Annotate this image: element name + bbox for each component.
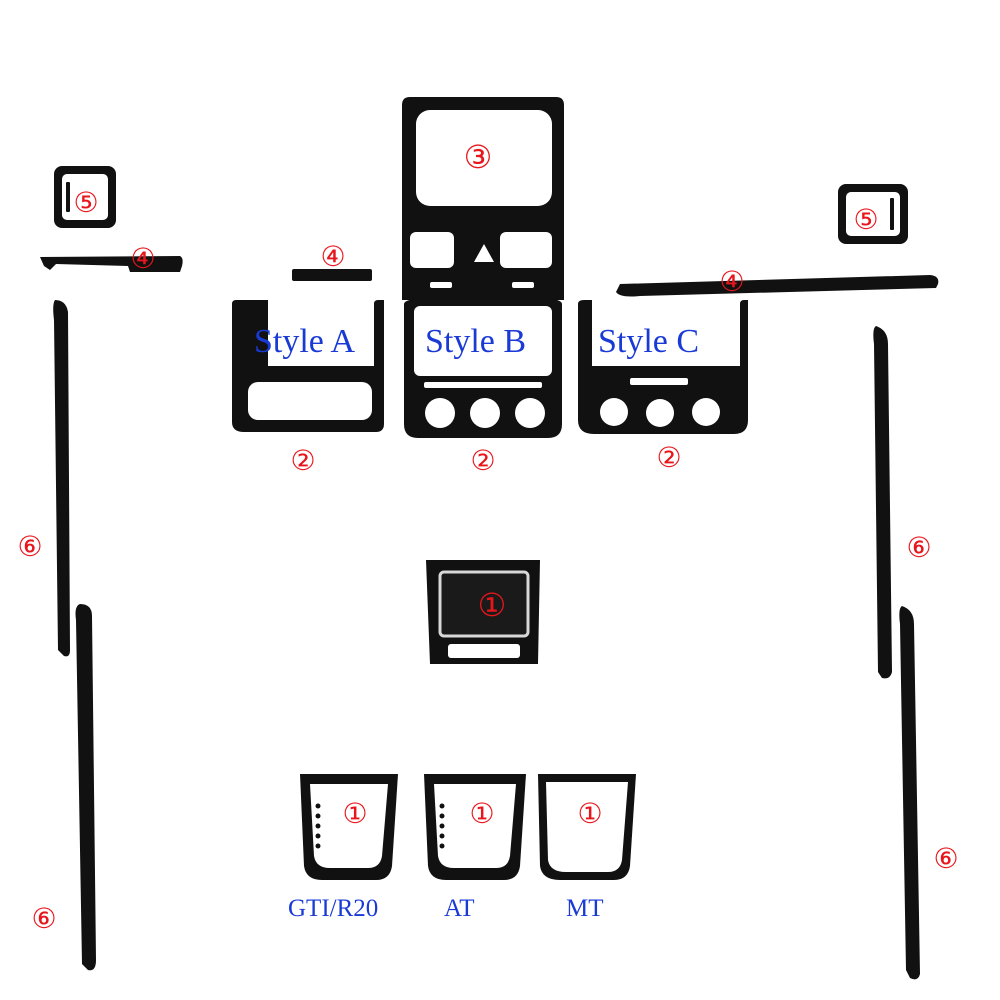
part-6-right-upper-strip: ⑥: [873, 326, 932, 679]
part-4-right-label: ④: [719, 265, 744, 298]
part-6-right-lower-strip: ⑥: [899, 606, 959, 980]
part-5-left-piece: ⑤: [54, 166, 116, 228]
part-4-right-strip: ④: [616, 265, 939, 298]
part-4-center-strip: ④: [292, 240, 372, 281]
part-6-right-lower-label: ⑥: [933, 842, 958, 875]
style-b-label: Style B: [425, 323, 526, 360]
part-1-gti-label: ①: [342, 797, 367, 830]
part-6-left-upper-label: ⑥: [17, 530, 42, 563]
part-6-left-lower-strip: ⑥: [31, 604, 96, 971]
part-3-label: ③: [464, 138, 493, 176]
variant-mt-label: MT: [566, 895, 604, 922]
part-6-right-upper-label: ⑥: [906, 531, 931, 564]
style-a-label: Style A: [254, 323, 356, 360]
style-c-label: Style C: [598, 323, 699, 360]
part-3-screen-bezel: ③: [402, 97, 564, 300]
part-1-mt-gear-surround: ① MT: [538, 774, 636, 922]
part-2-style-c-bezel: Style C ②: [578, 300, 748, 474]
part-5-right-piece: ⑤: [838, 184, 908, 244]
part-4-left-strip: ④: [40, 242, 183, 275]
part-5-left-label: ⑤: [73, 186, 98, 219]
part-6-left-upper-strip: ⑥: [17, 300, 70, 657]
part-2-style-c-label: ②: [656, 441, 681, 474]
part-2-style-b-label: ②: [470, 444, 495, 477]
part-5-right-label: ⑤: [853, 203, 878, 236]
part-1-at-label: ①: [469, 797, 494, 830]
part-1-mt-label: ①: [577, 797, 602, 830]
part-1-console-panel: ①: [426, 560, 540, 664]
part-4-center-label: ④: [320, 240, 345, 273]
part-4-left-label: ④: [130, 242, 155, 275]
variant-at-label: AT: [444, 895, 475, 922]
part-2-style-a-bezel: Style A ②: [232, 300, 384, 477]
part-2-style-a-label: ②: [290, 444, 315, 477]
part-1-console-label: ①: [478, 586, 507, 624]
variant-gti-label: GTI/R20: [288, 895, 378, 922]
part-1-gti-gear-surround: ① GTI/R20: [288, 774, 398, 922]
part-6-left-lower-label: ⑥: [31, 902, 56, 935]
part-1-at-gear-surround: ① AT: [424, 774, 526, 922]
part-2-style-b-bezel: Style B ②: [404, 298, 562, 477]
